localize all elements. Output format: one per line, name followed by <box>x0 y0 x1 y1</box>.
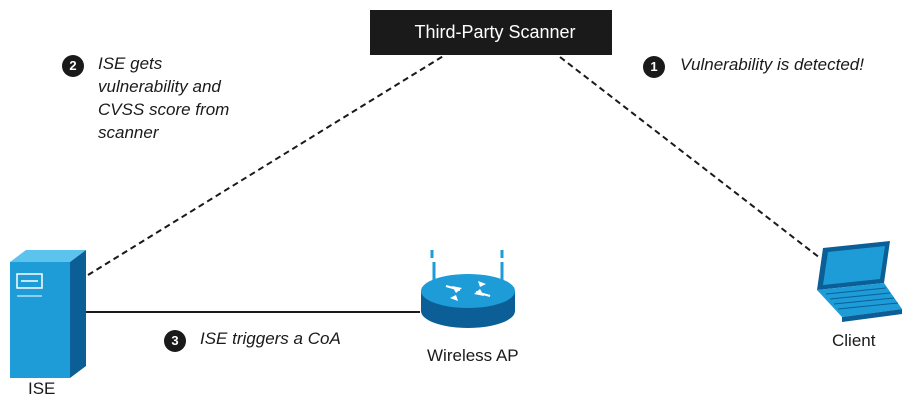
step-2-line: CVSS score from <box>98 100 230 119</box>
client-label: Client <box>832 331 876 350</box>
ise-label: ISE <box>28 379 56 398</box>
step-2-text: ISE gets vulnerability and CVSS score fr… <box>98 52 229 144</box>
laptop-icon <box>817 241 902 322</box>
step-3-badge: 3 <box>164 330 186 352</box>
step-3-text: ISE triggers a CoA <box>200 329 341 348</box>
scanner-box <box>370 10 612 55</box>
server-icon <box>10 250 86 378</box>
step-1-badge: 1 <box>643 56 665 78</box>
step-2-line: scanner <box>98 123 159 142</box>
scanner-label: Third-Party Scanner <box>414 22 576 42</box>
step-2-line: ISE gets <box>98 54 163 73</box>
step-2-line: vulnerability and <box>98 77 221 96</box>
link-scanner-client <box>559 56 821 259</box>
ap-label: Wireless AP <box>427 346 519 365</box>
router-icon <box>421 250 515 328</box>
step-1-text: Vulnerability is detected! <box>680 55 864 74</box>
step-2-badge: 2 <box>62 55 84 77</box>
